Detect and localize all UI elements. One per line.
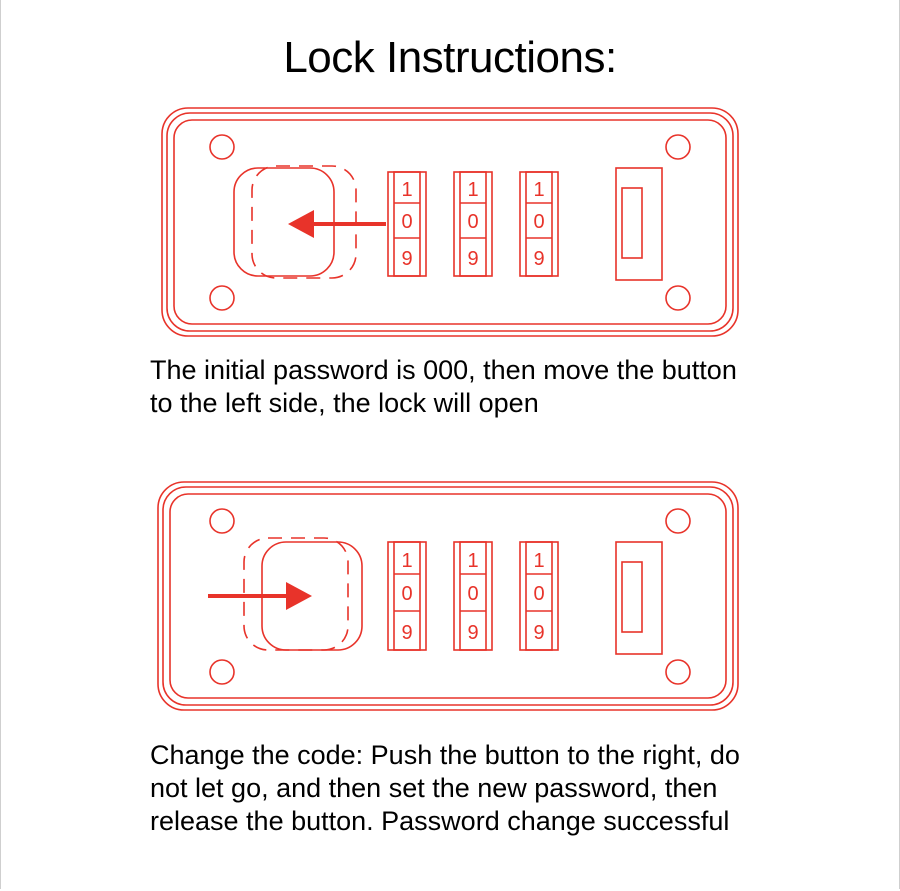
wheel-2-digit-top: 1 [467,179,478,201]
latch-outer [615,541,663,655]
caption-line: Change the code: Push the button to the … [150,740,740,770]
wheel-2-digit-bottom: 9 [467,248,478,270]
wheel-3-digit-mid: 0 [533,583,544,605]
step-1-caption: The initial password is 000, then move t… [150,354,737,420]
screw-hole-bottom-right [665,659,691,685]
wheel-2-digit-mid: 0 [467,583,478,605]
wheel-2-digit-top: 1 [467,550,478,572]
wheel-1-digit-top: 1 [401,179,412,201]
wheel-3-digit-mid: 0 [533,211,544,233]
wheel-3 [519,171,559,277]
lock-inner-outline [173,119,727,325]
screw-hole-top-left [209,134,235,160]
wheel-1 [387,541,427,651]
latch-inner [621,561,643,633]
arrow-right-icon [208,582,312,610]
screw-hole-bottom-right [665,285,691,311]
wheel-1-digit-bottom: 9 [401,622,412,644]
lock-outer-outline [157,481,739,711]
screw-hole-top-right [665,134,691,160]
page-title: Lock Instructions: [283,33,617,82]
wheel-3-digit-bottom: 9 [533,248,544,270]
caption-line: The initial password is 000, then move t… [150,355,737,385]
screw-hole-top-left [209,508,235,534]
wheel-2-digit-bottom: 9 [467,622,478,644]
wheel-3-digit-top: 1 [533,179,544,201]
screw-hole-top-right [665,508,691,534]
wheel-3-digit-top: 1 [533,550,544,572]
wheel-3 [519,541,559,651]
latch-inner [621,187,643,259]
lock-diagram-step-2: 1 0 9 1 0 9 1 0 9 [0,474,900,724]
wheel-1-digit-top: 1 [401,550,412,572]
step-2-caption: Change the code: Push the button to the … [150,739,740,838]
lock-diagram-step-1: 1 0 9 1 0 9 1 0 9 [0,100,900,350]
lock-diagram-1-svg: 1 0 9 1 0 9 1 0 9 [161,107,739,337]
lock-middle-outline [162,486,734,706]
lock-middle-outline [166,112,734,332]
wheel-1-digit-bottom: 9 [401,248,412,270]
screw-hole-bottom-left [209,285,235,311]
latch-outer [615,167,663,281]
wheel-2 [453,541,493,651]
lock-diagram-2-svg: 1 0 9 1 0 9 1 0 9 [157,481,739,711]
slider-dashed-position [243,537,349,651]
wheel-2-digit-mid: 0 [467,211,478,233]
caption-line: to the left side, the lock will open [150,388,539,418]
wheel-1-digit-mid: 0 [401,583,412,605]
wheel-3-digit-bottom: 9 [533,622,544,644]
wheel-1-digit-mid: 0 [401,211,412,233]
lock-inner-outline [169,493,727,699]
caption-line: release the button. Password change succ… [150,806,730,836]
arrow-left-icon [288,210,386,238]
wheel-2 [453,171,493,277]
wheel-1 [387,171,427,277]
lock-outer-outline [161,107,739,337]
screw-hole-bottom-left [209,659,235,685]
caption-line: not let go, and then set the new passwor… [150,773,718,803]
